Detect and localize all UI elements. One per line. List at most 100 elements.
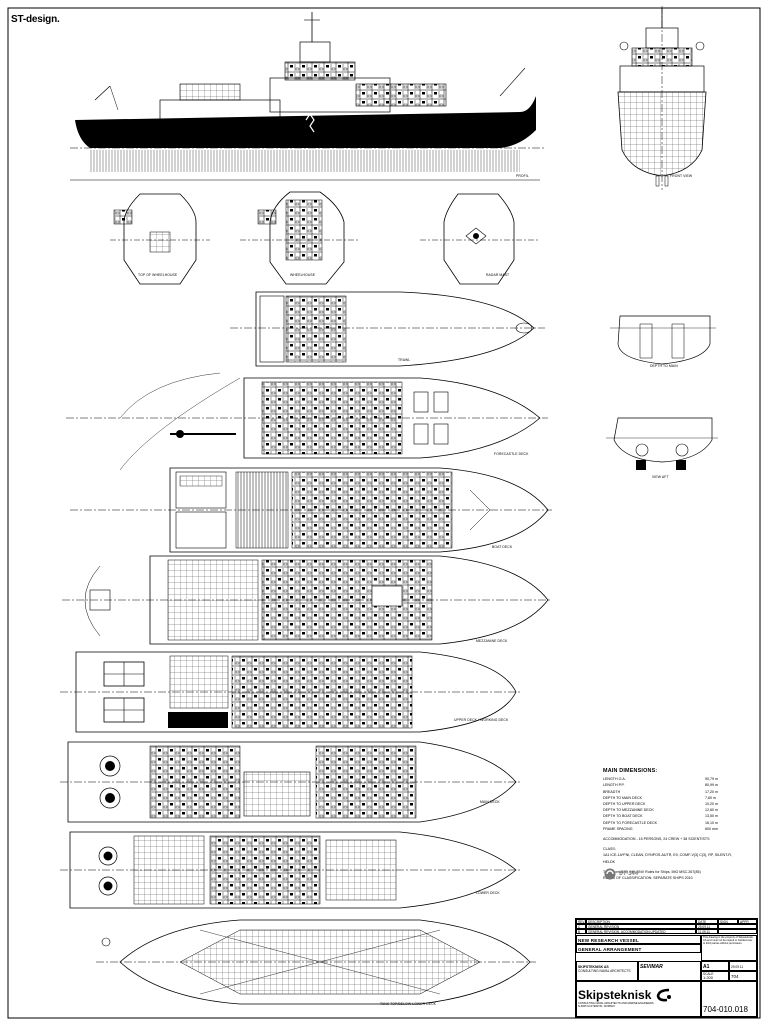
dimension-label: BREADTH	[603, 789, 621, 794]
company-2-name: SEVIMAR	[640, 964, 663, 970]
rev-row-1-desc: GENERAL REVISION	[586, 924, 696, 929]
scale-box: SCALE 1:200	[701, 971, 729, 981]
dimension-row: DEPTH TO MEZZANINE DECK 12,60 m	[603, 807, 733, 813]
title-block: REV. DESCRIPTION DATE SIGN APPR C GENERA…	[575, 918, 758, 1018]
company-1-name: SKIPSTEKNISK AS	[578, 965, 609, 969]
dimension-row: DEPTH TO MAIN DECK 7,60 m	[603, 795, 733, 801]
sheet-size: A1	[701, 961, 729, 971]
dimension-label: DEPTH TO UPPER DECK	[603, 802, 646, 807]
rev-row-2-desc: GENERAL REVISION, ACCOMMODATION UPDATED	[586, 929, 696, 934]
dimension-label: DEPTH TO BOAT DECK	[603, 814, 643, 819]
drawing-title: GENERAL ARRANGEMENT	[576, 944, 701, 953]
dimension-label: DEPTH TO MEZZANINE DECK	[603, 808, 654, 813]
sheet-value: 704	[729, 971, 757, 981]
dimension-row: DEPTH TO UPPER DECK 10,20 m	[603, 801, 733, 807]
front-view-label: FRONT VIEW	[670, 174, 693, 178]
lower-deck-plan	[60, 831, 520, 909]
dimension-label: DEPTH TO FORECASTLE DECK	[603, 820, 657, 825]
rev-header-desc: DESCRIPTION	[586, 919, 696, 924]
dimension-value: 17,20 m	[705, 789, 718, 794]
upper-deck-label: UPPER DECK / WORKING DECK	[454, 718, 509, 722]
upper-deck-plan	[60, 651, 520, 733]
scale-label: SCALE	[703, 972, 714, 976]
mezzanine-deck-label: MEZZANINE DECK	[476, 639, 508, 643]
top-wheelhouse-label: TOP OF WHEELHOUSE	[138, 273, 178, 277]
dimension-value: 12,60 m	[705, 808, 718, 813]
rev-row-2-date: 11.05.11	[696, 929, 718, 934]
mezzanine-deck-plan	[62, 555, 552, 645]
dimension-row: DEPTH TO FORECASTLE DECK 16,10 m	[603, 820, 733, 826]
profile-view: PROFIL	[70, 12, 545, 181]
forecastle-deck-label: FORECASTLE DECK	[494, 452, 529, 456]
dimension-row: LENGTH O.A. 90,79 m	[603, 776, 733, 782]
company-1-sub: CONSULTING NAVAL ARCHITECTS	[578, 969, 631, 973]
main-deck-label: MAIN DECK	[480, 800, 500, 804]
dimension-label: LENGTH P.P.	[603, 783, 625, 788]
dimension-row: LENGTH P.P. 80,99 m	[603, 782, 733, 788]
rev-row-2-rev: B	[576, 929, 586, 934]
date-value: 29.09.11	[729, 961, 757, 971]
view-aft-label: VIEW AFT	[652, 475, 669, 479]
radar-mast-label: RADAR MAST	[486, 273, 509, 277]
company-1-box: SKIPSTEKNISK AS CONSULTING NAVAL ARCHITE…	[576, 961, 638, 981]
compliance-text-1: To be compliant with DNV Rules for Ships…	[603, 869, 701, 874]
dimension-value: 7,60 m	[705, 795, 716, 800]
tank-top-plan	[96, 919, 536, 1005]
class-heading: CLASS:	[603, 847, 616, 852]
rev-header-sign: SIGN	[718, 919, 738, 924]
dimension-row: FRAME SPACING 600 mm	[603, 826, 733, 832]
rev-header-rev: REV.	[576, 919, 586, 924]
front-view	[617, 6, 707, 190]
skipsteknisk-sub-1: CONSULTING NAVAL ARCHITECTS AND MARINE E…	[578, 1002, 654, 1005]
drawing-number: 704-010.018	[701, 981, 757, 1017]
wheelhouse-plans	[110, 191, 540, 285]
wheelhouse-profile	[299, 41, 331, 63]
rev-row-1-sign	[718, 924, 757, 929]
hull-profile	[75, 96, 536, 148]
boat-deck-label: BOAT DECK	[492, 545, 513, 549]
rev-header-date: DATE	[696, 919, 718, 924]
scale-value: 1:200	[703, 975, 714, 980]
dimension-row: BREADTH 17,20 m	[603, 789, 733, 795]
skipsteknisk-logo-icon	[657, 988, 672, 1002]
dimension-value: 600 mm	[705, 826, 718, 831]
trawl-label: TRAWL	[398, 358, 410, 362]
section-views	[606, 315, 718, 470]
boat-deck-plan	[70, 467, 552, 553]
rev-row-2-sign	[718, 929, 757, 934]
depth-main-label: DEPTH TO MAIN	[650, 364, 678, 368]
skipsteknisk-sub-2: N-6065 ULSTEINVIK, NORWAY	[578, 1005, 616, 1008]
trawl-plan	[230, 291, 545, 367]
st344-logo-text: ST-344	[619, 871, 639, 877]
dimension-row: DEPTH TO BOAT DECK 13,50 m	[603, 813, 733, 819]
rev-row-1-rev: C	[576, 924, 586, 929]
st344-logo: ST-344	[604, 868, 638, 880]
dimension-value: 80,99 m	[705, 783, 718, 788]
rev-header-appr: APPR	[738, 919, 757, 924]
skipsteknisk-name: Skipsteknisk	[578, 988, 652, 1002]
forecastle-deck-plan	[66, 372, 548, 471]
dimension-label: LENGTH O.A.	[603, 777, 626, 782]
profile-label: PROFIL	[516, 174, 529, 178]
dimension-value: 10,20 m	[705, 802, 718, 807]
class-text: 1A1 ICE-1A*FNI, CLEAN, DYNPOS-AUTR, E0, …	[603, 853, 732, 864]
main-dimensions-heading: MAIN DIMENSIONS:	[603, 768, 658, 774]
dimension-label: FRAME SPACING	[603, 826, 633, 831]
tank-top-label: TANK TOP/BELOW LOWER DECK	[380, 1002, 437, 1006]
company-2-box: SEVIMAR	[638, 961, 701, 981]
sheet-border	[7, 7, 761, 1019]
skipsteknisk-box: Skipsteknisk CONSULTING NAVAL ARCHITECTS…	[576, 981, 701, 1017]
dimension-label: DEPTH TO MAIN DECK	[603, 795, 643, 800]
st344-logo-icon	[604, 868, 616, 880]
dimension-value: 16,10 m	[705, 820, 718, 825]
rev-row-1-date: 29.09.11	[696, 924, 718, 929]
brand-mark: ST-design.	[11, 14, 60, 25]
disclaimer: This drawing is the property of Skipstek…	[701, 935, 757, 961]
dimension-value: 13,50 m	[705, 814, 718, 819]
lower-deck-label: LOWER DECK	[476, 891, 500, 895]
dimension-value: 90,79 m	[705, 777, 718, 782]
compliance-text-2: RULES OF CLASSIFICATION: SEPARATE SHIPS …	[603, 876, 693, 881]
